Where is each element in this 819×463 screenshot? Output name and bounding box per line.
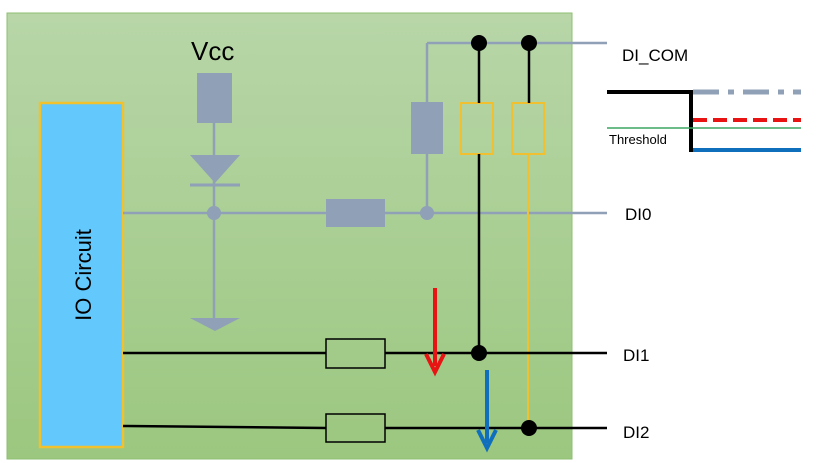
diode-icon — [190, 155, 240, 183]
di0-label: DI0 — [625, 205, 651, 224]
io-circuit-label: IO Circuit — [71, 229, 96, 321]
ground-icon — [190, 318, 240, 331]
vcc-label: Vcc — [191, 36, 234, 66]
junction-dot — [420, 206, 434, 220]
vcc-resistor — [197, 73, 232, 123]
junction-dot — [207, 206, 221, 220]
black-wiring — [122, 43, 607, 430]
di2-resistor — [325, 413, 386, 443]
blue-arrow-icon — [476, 370, 498, 453]
junction-dot — [521, 420, 537, 436]
threshold-legend — [607, 89, 801, 152]
io-circuit-block — [38, 101, 125, 449]
di-com-label: DI_COM — [622, 46, 688, 65]
threshold-label: Threshold — [609, 132, 667, 147]
di1-label: DI1 — [623, 346, 649, 365]
di1-resistor — [325, 338, 386, 369]
com-resistor — [411, 102, 443, 154]
junction-dot — [471, 345, 487, 361]
junction-dot — [471, 35, 487, 51]
di2-label: DI2 — [623, 423, 649, 442]
di0-resistor — [326, 199, 385, 227]
red-arrow-icon — [424, 288, 446, 377]
junction-dot — [521, 35, 537, 51]
